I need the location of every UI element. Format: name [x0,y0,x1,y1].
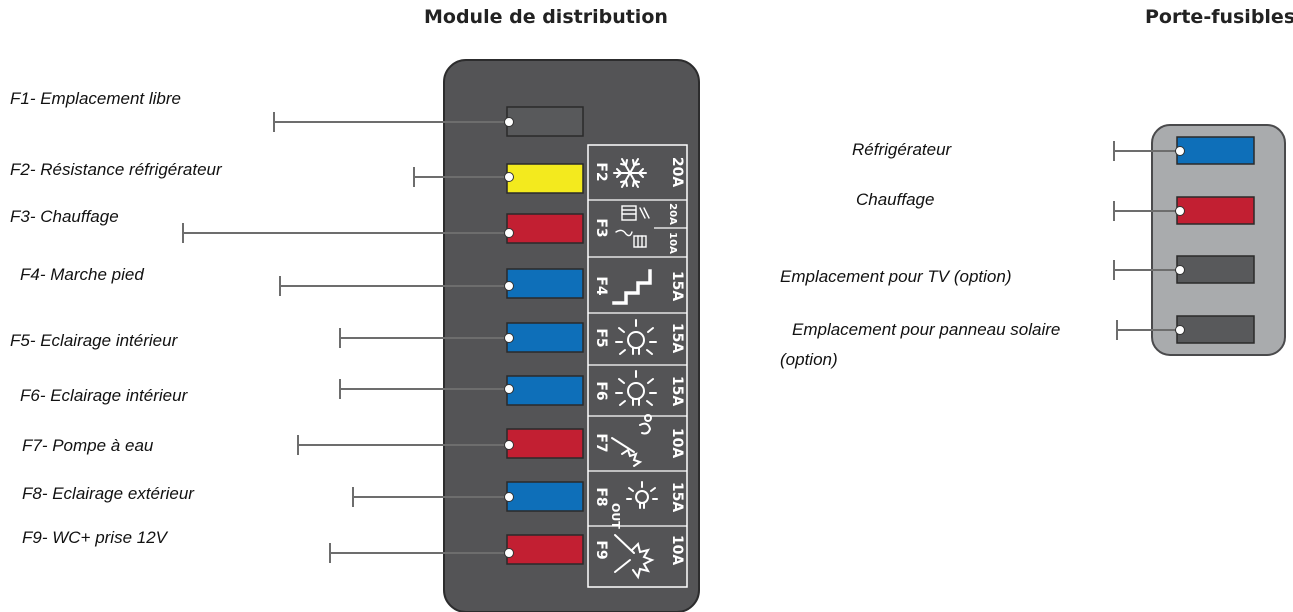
fuse-code-3: F3 [593,218,609,237]
module-title: Module de distribution [424,6,668,28]
leader-dot [504,228,514,238]
fuse-4 [506,268,584,299]
fuse-5 [506,322,584,353]
fuse-6 [506,375,584,406]
fuse-1 [506,106,584,137]
label-f7: F7- Pompe à eau [22,436,154,455]
fuse-amp-7: 10A [669,428,685,458]
fuse-amp-3-top: 20A [667,203,678,225]
out-label: OUT [609,503,622,529]
fuse-holder-title: Porte-fusibles [1145,6,1293,28]
fuse-amp-2: 20A [669,157,685,187]
fuse-amp-5: 15A [669,323,685,353]
leader-dot [504,440,514,450]
fuse-code-2: F2 [593,162,609,181]
leader-dot [1175,265,1185,275]
fuse-amp-9: 10A [669,535,685,565]
label-f9: F9- WC+ prise 12V [22,528,168,547]
plug-icon [614,534,655,580]
label-f4: F4- Marche pied [20,265,144,284]
label-solaire: Emplacement pour panneau solaire (option… [780,320,1061,369]
leader-dot [1175,146,1185,156]
outdoor-lamp-icon [626,481,658,509]
leader-dot [1175,325,1185,335]
fuse-8 [506,481,584,512]
heater-icon [615,205,650,248]
holder-fuse-1 [1176,136,1255,165]
leader-dot [504,548,514,558]
fuse-amp-6: 15A [669,376,685,406]
label-tv: Emplacement pour TV (option) [780,267,1012,286]
fuse-code-6: F6 [593,381,609,400]
fuse-code-9: F9 [593,540,609,559]
fuse-code-8: F8 [593,487,609,506]
fuse-code-7: F7 [593,433,609,452]
lamp-icon [615,370,657,406]
label-chauffage: Chauffage [856,190,935,209]
fuse-3 [506,213,584,244]
leader-dot [504,172,514,182]
label-f1: F1- Emplacement libre [10,89,182,108]
label-f5: F5- Eclairage intérieur [10,331,178,350]
fuse-code-4: F4 [593,276,609,296]
leader-dot [504,281,514,291]
holder-fuse-3 [1176,255,1255,284]
fuse-9 [506,534,584,565]
label-f6: F6- Eclairage intérieur [20,386,188,405]
label-refrigerateur: Réfrigérateur [852,140,952,159]
lamp-icon [615,319,657,355]
leader-dot [504,333,514,343]
icon-column-frame [587,144,688,588]
label-f3: F3- Chauffage [10,207,119,226]
holder-fuse-2 [1176,196,1255,225]
leader-dot [504,492,514,502]
fuse-holder-panel [1151,124,1286,356]
fuse-code-5: F5 [593,328,609,347]
holder-fuse-4 [1176,315,1255,344]
leader-dot [1175,206,1185,216]
fuse-2 [506,163,584,194]
step-icon [612,269,652,305]
label-f8: F8- Eclairage extérieur [22,484,194,503]
fuse-amp-4: 15A [669,271,685,301]
pump-icon [611,414,652,467]
fuse-amp-8: 15A [669,482,685,512]
label-f2: F2- Résistance réfrigérateur [10,160,222,179]
fuse-7 [506,428,584,459]
fuse-amp-3-bottom: 10A [667,232,678,254]
leader-dot [504,384,514,394]
leader-dot [504,117,514,127]
snowflake-icon [613,158,647,188]
